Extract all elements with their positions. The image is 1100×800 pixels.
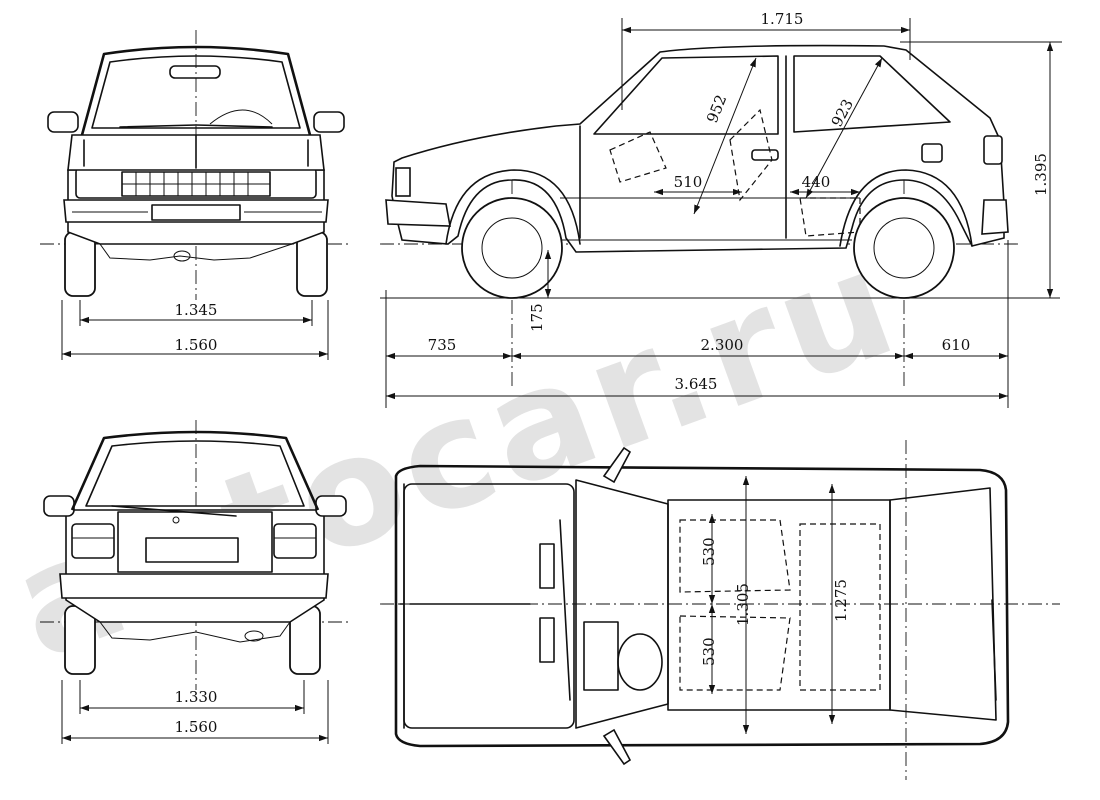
- roof-length-label: 1.715: [761, 10, 804, 28]
- front-cabin-width-label: 1.305: [734, 583, 752, 626]
- front-width-label: 1.560: [175, 336, 218, 354]
- rear-cabin-width-label: 1.275: [832, 579, 850, 622]
- grille-slats: [122, 172, 270, 196]
- top-view: 530 530 1.305 1.275: [380, 440, 1060, 780]
- front-seat-width-right-label: 530: [700, 637, 718, 666]
- rear-view: 1.330 1.560: [40, 420, 350, 744]
- front-view: 1.345 1.560: [40, 30, 350, 360]
- front-seat-width-left-label: 530: [700, 537, 718, 566]
- rear-width-label: 1.560: [175, 718, 218, 736]
- rear-seat-depth-label: 440: [802, 173, 831, 191]
- front-track-label: 1.345: [175, 301, 218, 319]
- rear-track-label: 1.330: [175, 688, 218, 706]
- ground-clearance-label: 175: [528, 303, 546, 332]
- front-overhang-label: 735: [428, 336, 457, 354]
- rear-overhang-label: 610: [942, 336, 971, 354]
- front-seat-depth-label: 510: [674, 173, 703, 191]
- wheelbase-label: 2.300: [701, 336, 744, 354]
- overall-length-label: 3.645: [675, 375, 718, 393]
- side-view: 1.715 952 923 510 440 1.395 175 735 2.30…: [380, 10, 1062, 408]
- height-label: 1.395: [1032, 153, 1050, 196]
